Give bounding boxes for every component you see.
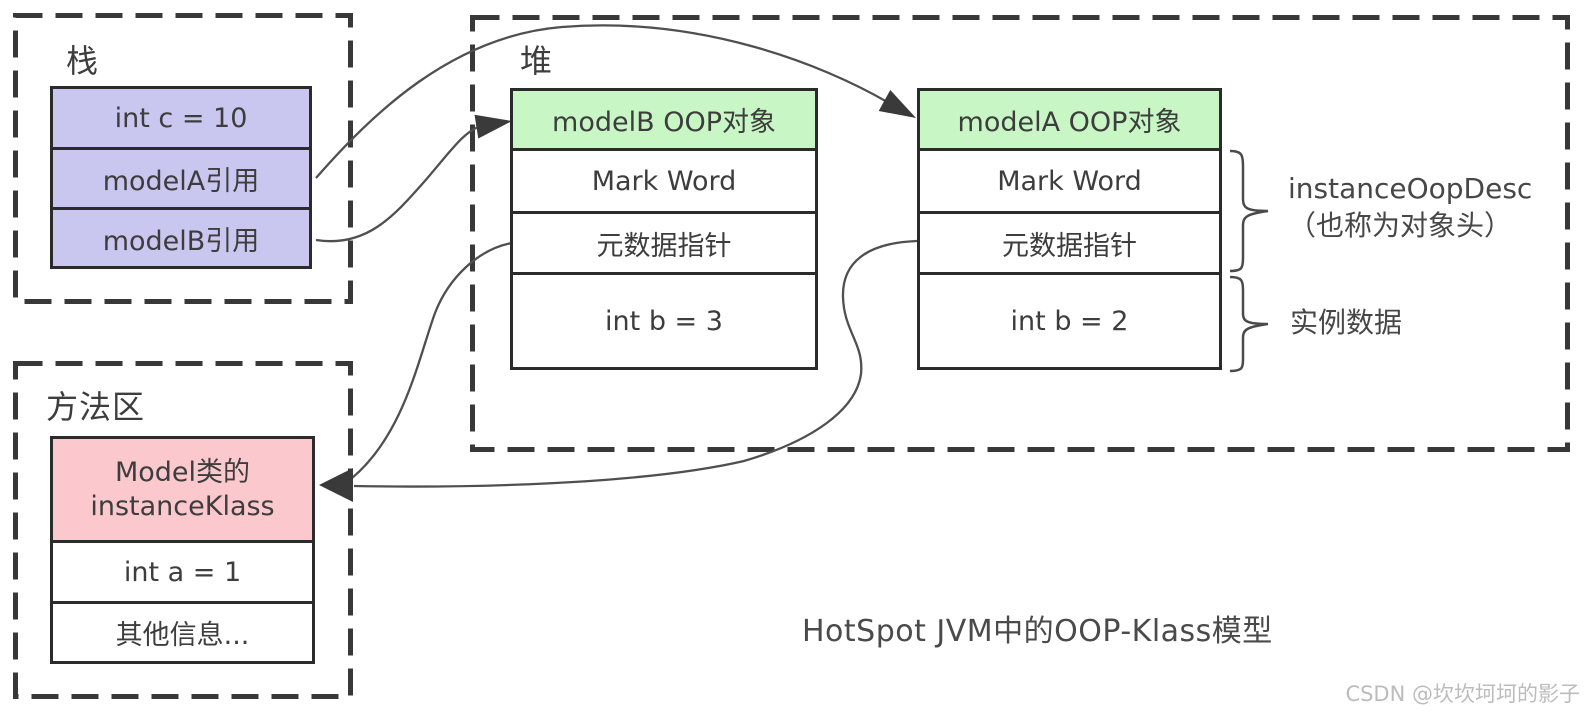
- modelA-mark-word-cell: Mark Word: [920, 148, 1219, 211]
- modelB-mark-word-cell: Mark Word: [513, 148, 815, 211]
- arrowhead-instanceklass: [319, 468, 353, 502]
- instanceklass-cell: Model类的 instanceKlass: [53, 439, 312, 540]
- method-cell-int-a: int a = 1: [53, 540, 312, 601]
- instance-data-annotation: 实例数据: [1290, 306, 1403, 339]
- arrowhead-modelA-oop: [878, 90, 916, 118]
- modelB-oop-header: modelB OOP对象: [513, 91, 815, 148]
- modelA-metadata-pointer-cell: 元数据指针: [920, 211, 1219, 272]
- oop-desc-line2: （也称为对象头）: [1288, 209, 1513, 242]
- stack-box-border: [13, 13, 353, 304]
- brace-object-header: [1229, 149, 1269, 273]
- instanceklass-line2: instanceKlass: [90, 490, 275, 522]
- modelA-int-b-cell: int b = 2: [920, 272, 1219, 367]
- instanceklass-line1: Model类的: [114, 456, 251, 488]
- oop-desc-annotation: instanceOopDesc （也称为对象头）: [1288, 170, 1532, 244]
- csdn-watermark: CSDN @坎坎坷坷的影子: [1345, 682, 1580, 706]
- arrowhead-modelB-oop: [474, 114, 512, 139]
- modelB-int-b-cell: int b = 3: [513, 272, 815, 367]
- method-cell-other-info: 其他信息...: [53, 601, 312, 661]
- modelB-oop-table: modelB OOP对象 Mark Word 元数据指针 int b = 3: [510, 88, 818, 370]
- arrow-modelA-ref-to-modelA-oop: [315, 24, 890, 179]
- stack-cell-modelA-ref: modelA引用: [53, 147, 309, 207]
- arrow-modelB-metadata-to-instanceklass: [351, 241, 513, 479]
- stack-table: int c = 10 modelA引用 modelB引用: [50, 86, 312, 269]
- method-area-box-border: [13, 361, 353, 699]
- arrow-modelA-metadata-to-instanceklass: [353, 239, 918, 488]
- arrow-modelB-ref-to-modelB-oop: [315, 124, 482, 243]
- heap-label: 堆: [520, 42, 554, 80]
- modelA-oop-table: modelA OOP对象 Mark Word 元数据指针 int b = 2: [917, 88, 1222, 370]
- stack-cell-int-c: int c = 10: [53, 89, 309, 147]
- modelA-oop-header: modelA OOP对象: [920, 91, 1219, 148]
- method-area-table: Model类的 instanceKlass int a = 1 其他信息...: [50, 436, 315, 664]
- diagram-caption: HotSpot JVM中的OOP-Klass模型: [802, 614, 1273, 649]
- stack-cell-modelB-ref: modelB引用: [53, 207, 309, 266]
- modelB-metadata-pointer-cell: 元数据指针: [513, 211, 815, 272]
- brace-instance-data: [1229, 275, 1269, 373]
- stack-label: 栈: [66, 42, 100, 80]
- method-area-label: 方法区: [46, 388, 146, 426]
- oop-desc-line1: instanceOopDesc: [1288, 172, 1533, 205]
